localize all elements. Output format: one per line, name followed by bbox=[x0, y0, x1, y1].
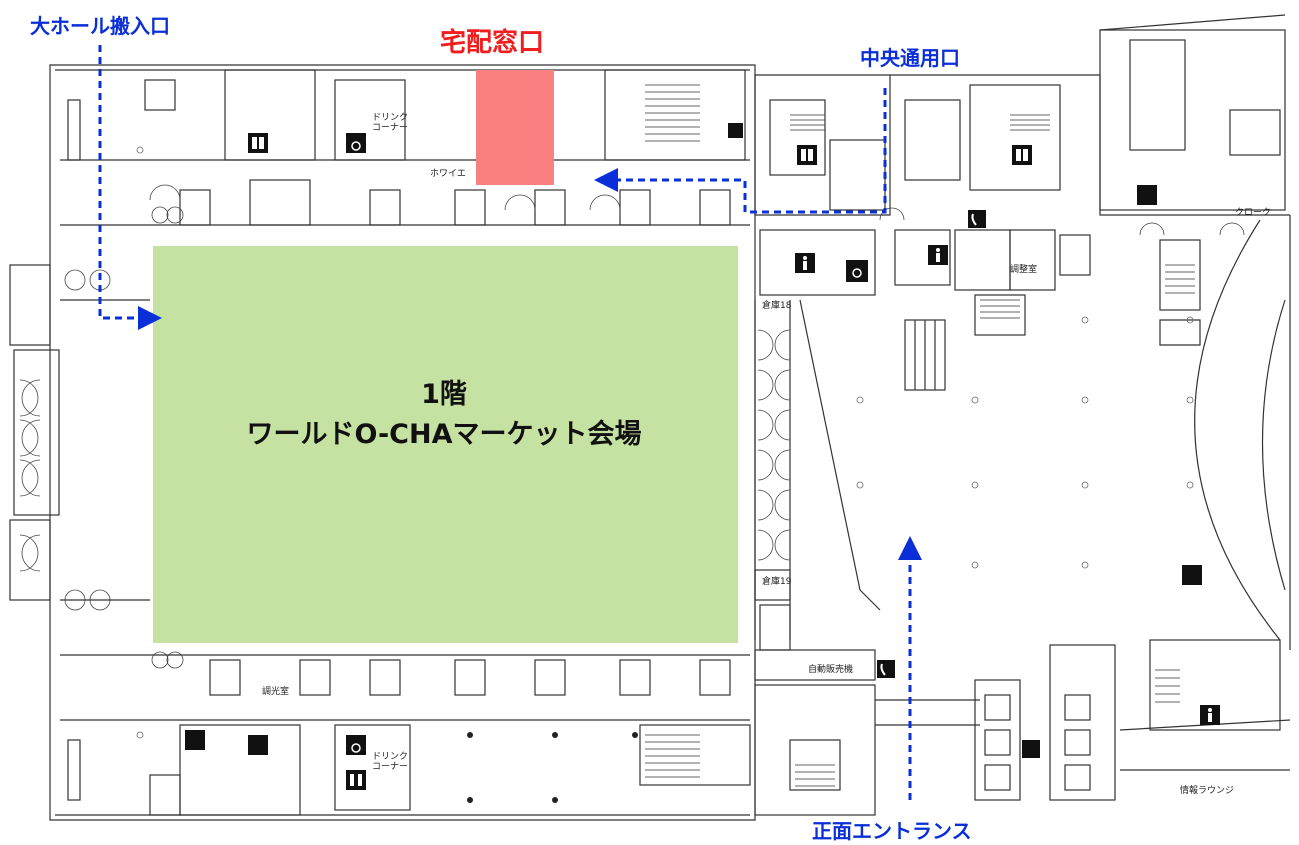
restroom-icon bbox=[346, 245, 1220, 790]
phone-icon bbox=[877, 210, 986, 678]
hall-label: 1階 ワールドO-CHAマーケット会場 bbox=[150, 375, 738, 455]
foyer-label: ホワイエ bbox=[430, 169, 466, 179]
delivery-window-label: 宅配窓口 bbox=[440, 28, 545, 58]
delivery-window-area bbox=[476, 70, 554, 185]
storage-18-label: 倉庫18 bbox=[762, 301, 792, 311]
storage-19-label: 倉庫19 bbox=[762, 577, 792, 587]
dashed-arrow-icon bbox=[98, 45, 922, 800]
stairs bbox=[645, 84, 1195, 787]
lighting-room-label: 調光室 bbox=[262, 687, 290, 697]
loading-entrance-label: 大ホール搬入口 bbox=[30, 14, 170, 38]
bottom-columns bbox=[467, 732, 638, 803]
doors bbox=[19, 184, 1245, 669]
cloak-label: クローク bbox=[1235, 208, 1272, 218]
info-lounge-label: 情報ラウンジ bbox=[1180, 786, 1235, 796]
elevator-icon bbox=[185, 123, 1202, 758]
wheelchair-icon bbox=[346, 133, 868, 755]
hall-name: ワールドO-CHAマーケット会場 bbox=[246, 419, 642, 450]
control-room-label: 調整室 bbox=[1010, 265, 1038, 275]
main-entrance-label: 正面エントランス bbox=[812, 819, 972, 843]
drink-corner-top-label: ドリンク コーナー bbox=[372, 113, 409, 133]
hall-floor: 1階 bbox=[421, 379, 467, 410]
hall-area bbox=[153, 246, 738, 643]
central-entrance-label: 中央通用口 bbox=[860, 46, 960, 70]
drink-corner-bottom-label: ドリンク コーナー bbox=[372, 752, 409, 772]
building-walls bbox=[9, 14, 1291, 821]
vending-label: 自動販売機 bbox=[808, 665, 854, 675]
